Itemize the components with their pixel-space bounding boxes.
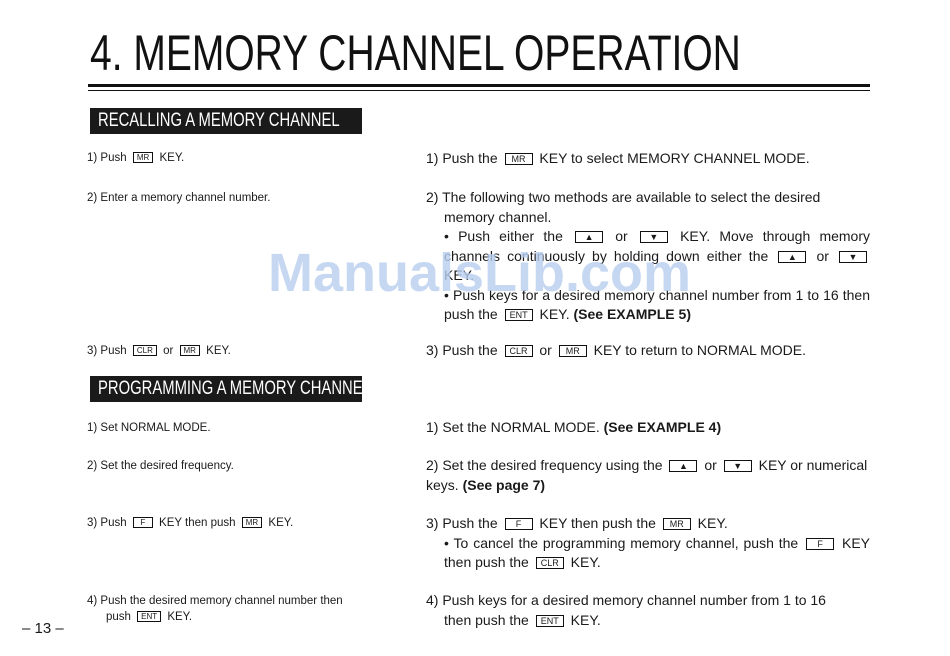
ent-key-icon: ENT [535,614,564,627]
recall-left-step-3: 3) Push CLR or MR KEY. [87,343,231,359]
program-right-bullet-1-end: KEY. [570,554,601,570]
program-left-step-1: 1) Set NORMAL MODE. [87,422,211,434]
recall-right-bullet-1-text: • Push either the [444,228,563,244]
ent-key-icon: ENT [504,309,533,321]
recall-right-bullet-2-end: KEY. [539,306,570,322]
recall-right-step-3-end: KEY to return to NORMAL MODE. [593,342,807,358]
program-right-step-4-end: KEY. [570,611,601,628]
recall-right-step-1-end: KEY to select MEMORY CHANNEL MODE. [539,150,810,166]
program-left-step-4-text: push [106,611,131,623]
mr-key-icon: MR [558,345,587,357]
program-right-step-2-or: or [704,457,717,473]
recall-right-bullet-2: • Push keys for a desired memory channel… [426,286,870,325]
mr-key-icon: MR [662,518,691,530]
recall-left-step-3-text: 3) Push [87,345,127,357]
program-left-step-4-line1: 4) Push the desired memory channel numbe… [87,595,343,607]
section-header-program: PROGRAMMING A MEMORY CHANNEL [90,376,362,402]
program-right-bullet-1: • To cancel the programming memory chann… [426,534,870,573]
program-right-step-3-end: KEY. [697,515,728,531]
recall-right-step-1: 1) Push the MR KEY to select MEMORY CHAN… [426,149,870,169]
program-right-step-1: 1) Set the NORMAL MODE. (See EXAMPLE 4) [426,418,870,438]
mr-key-icon: MR [179,345,200,356]
program-right-step-2-ref: (See page 7) [462,476,546,493]
up-key-icon: ▲ [575,231,604,243]
program-right-step-3-mid: KEY then push the [539,515,656,531]
program-right-step-3: 3) Push the F KEY then push the MR KEY. … [426,514,870,573]
f-key-icon: F [504,518,533,530]
recall-right-step-2-line1: 2) The following two methods are availab… [426,189,821,205]
recall-right-step-2: 2) The following two methods are availab… [426,188,870,325]
program-right-step-1-ref: (See EXAMPLE 4) [603,419,722,435]
recall-left-step-1-end: KEY. [159,152,185,164]
program-right-step-2-end: KEY or numerical keys. [426,457,868,493]
mr-key-icon: MR [132,152,154,163]
recall-left-step-1: 1) Push MR KEY. [87,150,184,166]
recall-right-step-2-line2: memory channel. [444,208,552,225]
f-key-icon: F [806,537,835,550]
recall-right-step-3-or: or [539,342,552,358]
clr-key-icon: CLR [535,557,564,569]
recall-right-step-3-text: 3) Push the [426,342,498,358]
title-rule-thin [88,90,870,91]
program-right-step-4-line2: then push the ENT KEY. [426,611,870,631]
down-key-icon: ▼ [639,231,668,243]
section-header-recall: RECALLING A MEMORY CHANNEL [90,108,362,134]
program-right-bullet-1-mid: KEY then push the [444,534,871,571]
recall-right-bullet-1-mid: KEY. Move through memory channels contin… [444,228,870,264]
program-left-step-3-end: KEY. [268,517,294,529]
program-left-step-4-end: KEY. [167,611,193,623]
clr-key-icon: CLR [504,345,533,357]
recall-right-bullet-2-ref: (See EXAMPLE 5) [573,306,691,322]
clr-key-icon: CLR [132,345,157,356]
program-right-step-4: 4) Push keys for a desired memory channe… [426,591,870,630]
program-left-step-3: 3) Push F KEY then push MR KEY. [87,515,293,531]
recall-right-bullet-1-or2: or [816,247,829,264]
program-left-step-2: 2) Set the desired frequency. [87,460,234,472]
program-right-step-1-text: 1) Set the NORMAL MODE. [426,419,600,435]
f-key-icon: F [132,517,153,528]
up-key-icon: ▲ [669,460,698,472]
ent-key-icon: ENT [137,611,162,622]
recall-right-bullet-1: • Push either the ▲ or ▼ KEY. Move throu… [426,227,870,286]
program-right-step-3-line: 3) Push the F KEY then push the MR KEY. [426,514,870,534]
recall-right-bullet-1-end: KEY. [444,267,475,283]
program-right-step-2-text: 2) Set the desired frequency using the [426,457,663,473]
page-number: – 13 – [22,620,64,637]
program-right-bullet-1-text: • To cancel the programming memory chann… [444,534,799,551]
up-key-icon: ▲ [778,250,807,263]
recall-left-step-3-or: or [163,345,174,357]
title-rule-thick [88,84,870,87]
program-left-step-3-mid: KEY then push [159,517,236,529]
down-key-icon: ▼ [723,460,752,472]
page-title: 4. MEMORY CHANNEL OPERATION [90,25,741,81]
recall-left-step-1-text: 1) Push [87,152,127,164]
recall-right-step-1-text: 1) Push the [426,150,498,166]
recall-left-step-2: 2) Enter a memory channel number. [87,192,271,204]
mr-key-icon: MR [504,153,533,165]
section-header-recall-label: RECALLING A MEMORY CHANNEL [98,110,340,131]
recall-right-step-3: 3) Push the CLR or MR KEY to return to N… [426,341,870,361]
program-right-step-3-text: 3) Push the [426,515,498,531]
program-left-step-4: 4) Push the desired memory channel numbe… [87,593,343,625]
mr-key-icon: MR [241,517,263,528]
watermark-logo: ManualsLib.com [268,243,692,303]
recall-right-bullet-1-or: or [615,228,628,244]
recall-right-bullet-2-text: • Push keys for a desired memory channel… [444,286,870,323]
down-key-icon: ▼ [839,250,868,263]
recall-left-step-3-end: KEY. [206,345,231,357]
section-header-program-label: PROGRAMMING A MEMORY CHANNEL [98,378,362,399]
program-left-step-3-text: 3) Push [87,517,127,529]
program-right-step-4-text: then push the [444,611,529,628]
program-right-step-4-line1: 4) Push keys for a desired memory channe… [426,592,826,608]
program-right-step-2: 2) Set the desired frequency using the ▲… [426,456,870,495]
